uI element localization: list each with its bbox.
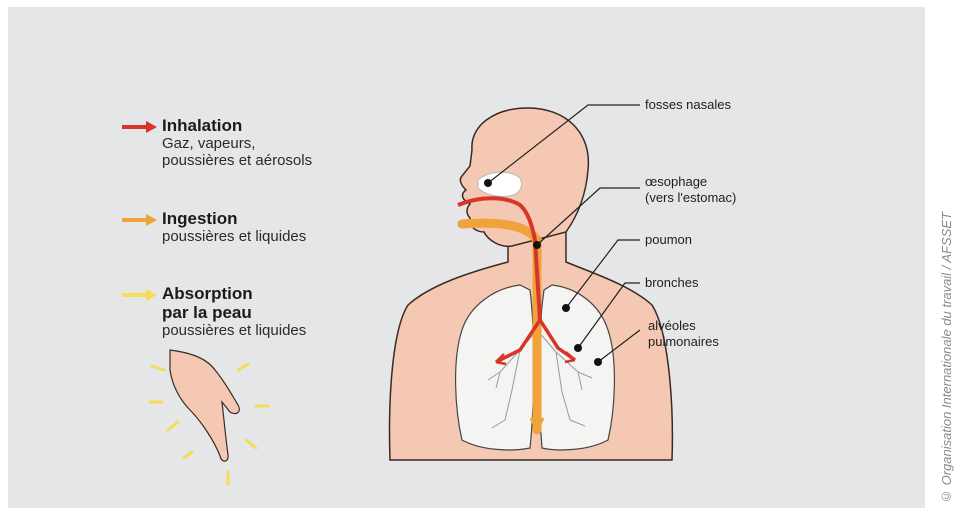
ingestion-title: Ingestion (162, 209, 238, 228)
absorption-title-line1: Absorption (162, 284, 253, 303)
label-poumon: poumon (645, 232, 692, 247)
label-oesophage: œsophage (645, 174, 707, 189)
label-bronches: bronches (645, 275, 698, 290)
hand-illustration (170, 350, 239, 461)
inhalation-title: Inhalation (162, 116, 242, 135)
ingestion-line1: poussières et liquides (162, 229, 306, 245)
absorption-title-line2: par la peau (162, 303, 252, 322)
label-alveoles: alvéoles (648, 318, 696, 333)
legend-arrow-inhalation (122, 121, 157, 133)
label-alveoles-sub: pulmonaires (648, 334, 719, 349)
inhalation-line1: Gaz, vapeurs, (162, 136, 255, 152)
absorption-line1: poussières et liquides (162, 323, 306, 339)
legend-arrow-ingestion (122, 214, 157, 226)
label-fosses-nasales: fosses nasales (645, 97, 731, 112)
inhalation-line2: poussières et aérosols (162, 153, 312, 169)
image-credit: © Organisation Internationale du travail… (939, 14, 954, 504)
legend-arrow-absorption (122, 289, 157, 301)
label-oesophage-sub: (vers l'estomac) (645, 190, 736, 205)
